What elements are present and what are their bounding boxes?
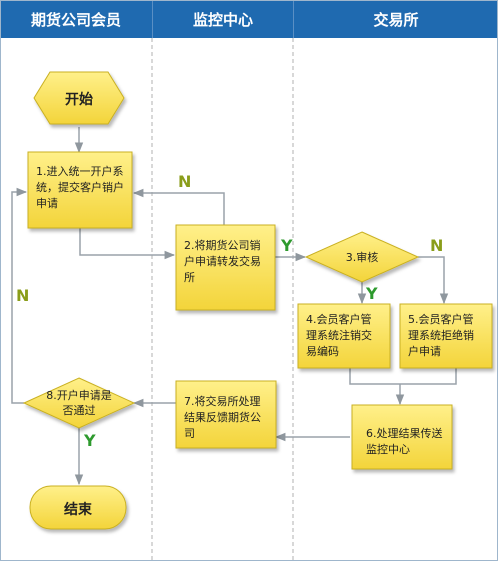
arrow-step2-reject-to-step1 — [132, 188, 225, 225]
lane-header-monitoring-center: 监控中心 — [152, 0, 293, 38]
step4-box — [297, 303, 391, 369]
step2-box — [175, 224, 276, 311]
step7-text: 7.将交易所处理结果反馈期货公司 — [184, 395, 261, 440]
step5-text: 5.会员客户管理系统拒绝销户申请 — [408, 313, 474, 358]
start-node — [33, 71, 125, 125]
step1-text: 1.进入统一开户系统，提交客户销户申请 — [36, 165, 124, 210]
step5-box — [399, 303, 493, 369]
end-label: 结束 — [64, 502, 92, 518]
step2-text: 2.将期货公司销户申请转发交易所 — [184, 239, 261, 284]
end-node — [29, 485, 127, 530]
step8-text: 8.开户申请是否通过 — [46, 389, 112, 417]
label-n-step3: N — [430, 236, 444, 255]
step7-box — [175, 380, 277, 449]
merge-step4-step5 — [349, 368, 457, 385]
step3-diamond — [304, 231, 420, 283]
step8-diamond — [22, 377, 136, 429]
lane-title: 监控中心 — [192, 10, 253, 29]
lane-header-futures-member: 期货公司会员 — [0, 0, 152, 38]
arrow-step1-to-step2 — [79, 228, 176, 260]
lane-title: 交易所 — [373, 10, 419, 29]
step6-box — [351, 404, 453, 470]
start-label: 开始 — [65, 92, 93, 108]
lane-header-exchange: 交易所 — [293, 0, 498, 38]
lane-title: 期货公司会员 — [30, 10, 121, 29]
step1-box — [27, 151, 133, 229]
arrow-step3-no-to-step5 — [418, 256, 449, 305]
step4-text: 4.会员客户管理系统注销交易编码 — [306, 313, 372, 358]
label-y-step3: Y — [366, 284, 378, 303]
label-y-step8: Y — [84, 431, 96, 450]
arrow-step8-no-to-step1 — [11, 187, 28, 404]
label-n-step2: N — [178, 172, 192, 191]
label-n-step8: N — [16, 286, 30, 305]
step3-text: 3.审核 — [345, 251, 379, 264]
label-y-step2: Y — [281, 236, 293, 255]
step6-text: 6.处理结果传送监控中心 — [366, 427, 443, 456]
